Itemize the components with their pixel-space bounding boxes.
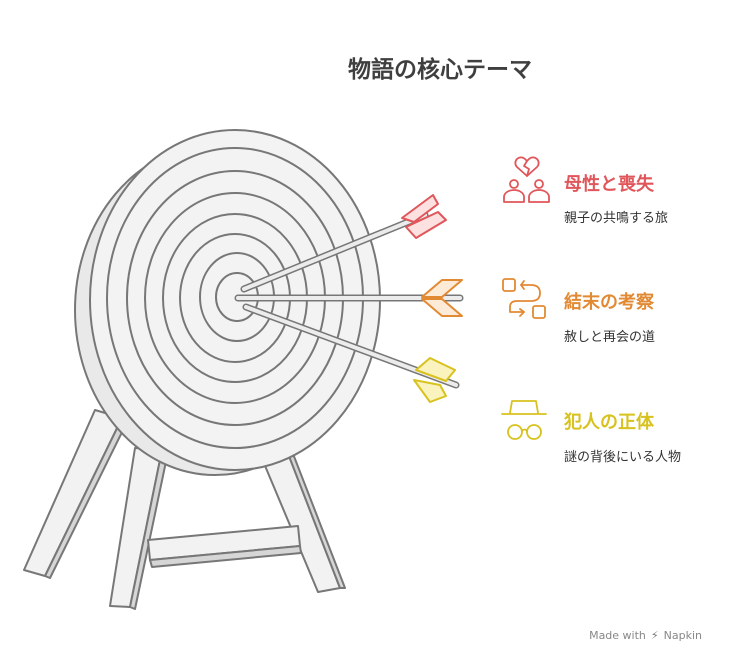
item-title-maternity: 母性と喪失 xyxy=(564,174,654,195)
target-stand xyxy=(23,409,346,610)
item-title-ending: 結末の考察 xyxy=(564,292,654,313)
broken-heart-people-icon xyxy=(503,156,550,203)
made-with-label: Made with xyxy=(589,629,646,642)
arrow-orange xyxy=(234,279,464,317)
page-title: 物語の核心テーマ xyxy=(348,57,532,83)
process-flow-icon xyxy=(502,278,546,319)
item-subtitle-culprit: 謎の背後にいる人物 xyxy=(564,450,682,465)
target-board xyxy=(74,129,381,476)
napkin-logo-icon: ⚡ xyxy=(650,629,659,642)
footer-credit: Made with ⚡ Napkin xyxy=(589,629,702,642)
brand-label: Napkin xyxy=(663,629,702,642)
arrow-yellow xyxy=(242,303,460,403)
item-subtitle-ending: 赦しと再会の道 xyxy=(564,330,656,345)
item-title-culprit: 犯人の正体 xyxy=(564,412,654,433)
item-subtitle-maternity: 親子の共鳴する旅 xyxy=(564,211,669,226)
arrow-red xyxy=(240,194,447,293)
detective-icon xyxy=(501,400,547,440)
